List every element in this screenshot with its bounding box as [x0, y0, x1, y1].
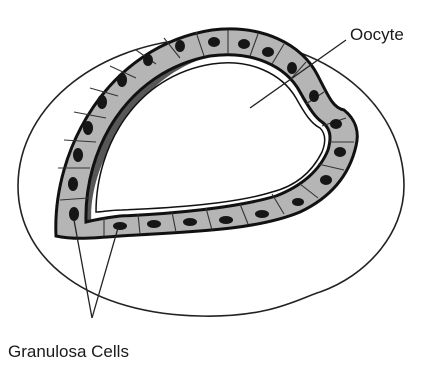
- granulosa-cells-label: Granulosa Cells: [8, 342, 129, 361]
- oocyte-label: Oocyte: [350, 25, 404, 44]
